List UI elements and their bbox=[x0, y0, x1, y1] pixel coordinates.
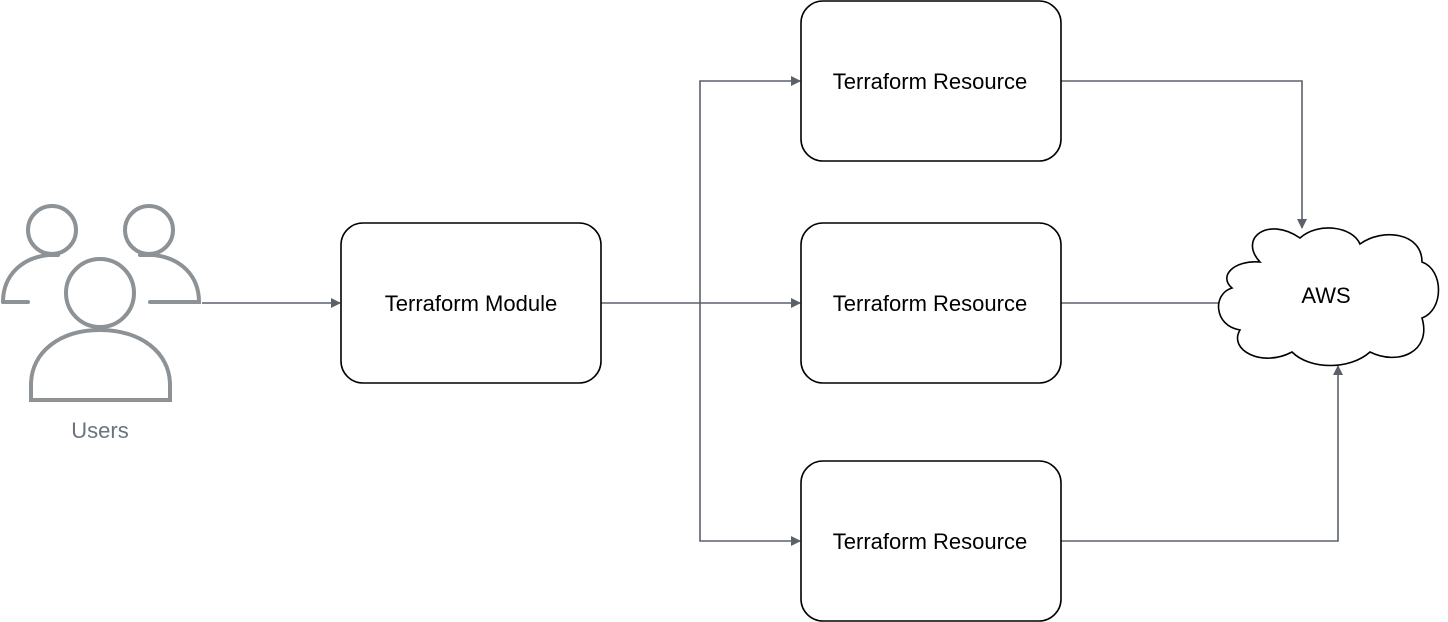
users-label: Users bbox=[71, 418, 128, 443]
user-right-head-icon bbox=[123, 204, 175, 256]
cloud-shape bbox=[1217, 227, 1440, 367]
terraform-resource-node-3: Terraform Resource bbox=[800, 460, 1062, 622]
terraform-module-node: Terraform Module bbox=[340, 222, 602, 384]
terraform-resource-node-1: Terraform Resource bbox=[800, 0, 1062, 162]
connector-resource-3-to-aws bbox=[1061, 365, 1343, 542]
user-left-body-icon bbox=[1, 253, 60, 304]
user-right-body-icon bbox=[138, 253, 202, 304]
user-left-head-icon bbox=[26, 204, 78, 256]
terraform-resource-node-2: Terraform Resource bbox=[800, 222, 1062, 384]
terraform-resource-label: Terraform Resource bbox=[833, 529, 1027, 554]
terraform-resource-label: Terraform Resource bbox=[833, 69, 1027, 94]
connector-module-to-resource-3 bbox=[699, 303, 801, 546]
terraform-module-label: Terraform Module bbox=[385, 291, 557, 316]
aws-cloud-node: AWS bbox=[1217, 227, 1440, 367]
user-front-head-icon bbox=[64, 257, 136, 329]
connectors bbox=[202, 76, 1343, 546]
connector-resource-1-to-aws bbox=[1061, 80, 1307, 229]
aws-label: AWS bbox=[1301, 283, 1350, 308]
terraform-resource-label: Terraform Resource bbox=[833, 291, 1027, 316]
users-group-icon bbox=[1, 204, 202, 402]
connector-module-to-resource-1 bbox=[699, 76, 801, 303]
user-front-body-icon bbox=[29, 327, 172, 402]
